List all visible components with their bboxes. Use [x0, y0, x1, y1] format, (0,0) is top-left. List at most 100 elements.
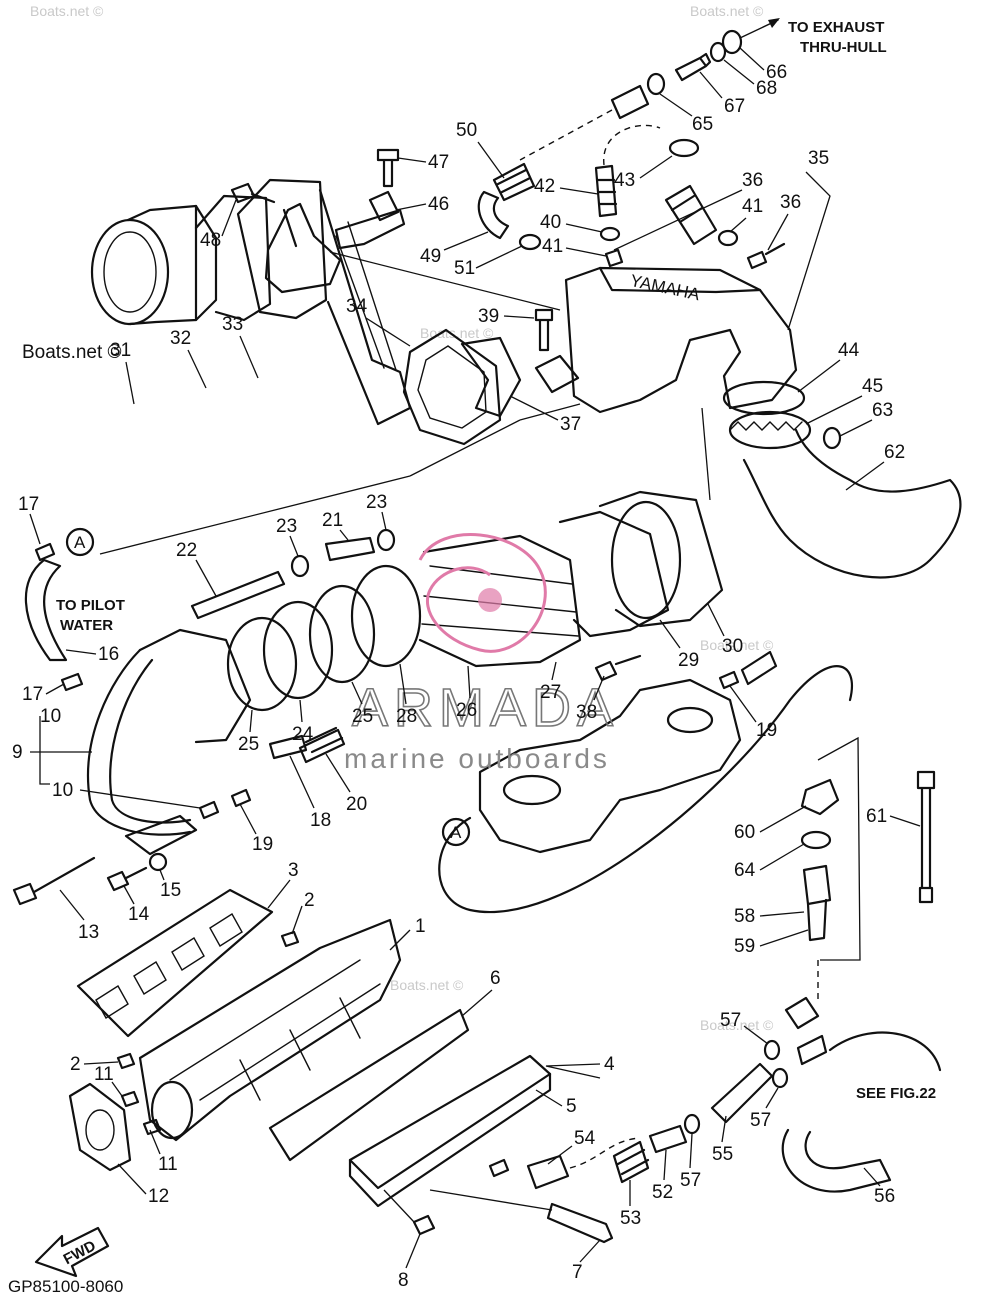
leader [723, 59, 755, 85]
callout: 37 [560, 414, 581, 435]
leader [395, 203, 427, 211]
callout: 7 [572, 1262, 583, 1283]
callout: 6 [490, 968, 501, 989]
callout: 25 [238, 734, 259, 755]
callout: 20 [346, 794, 367, 815]
leader [111, 1081, 123, 1097]
hose-49-icon [477, 190, 510, 240]
bolt-39-icon [534, 308, 554, 352]
pipe-33-ribs [335, 221, 397, 371]
callout: 23 [366, 492, 387, 513]
hose-54-hidden [569, 1137, 641, 1169]
leader [839, 419, 873, 437]
assembly-line-upper3 [519, 403, 581, 421]
callout: 61 [866, 806, 887, 827]
leader [509, 395, 559, 421]
callout: 25 [352, 706, 373, 727]
fwd-arrow-icon [34, 1226, 110, 1278]
bolt-13 [12, 856, 96, 906]
leader [461, 989, 493, 1017]
leader [565, 247, 607, 257]
manifold-group [68, 888, 614, 1244]
callout: 41 [542, 236, 563, 257]
exhaust-pipe-group [90, 178, 412, 426]
clamp-43-icon [668, 138, 700, 158]
leader [699, 71, 723, 99]
callout: 26 [456, 700, 477, 721]
hose-16 [24, 558, 68, 662]
marker-a-lower-text: A [450, 823, 462, 842]
leader [117, 1163, 147, 1195]
hose-43-icon [664, 184, 718, 246]
pipe-30-opening [610, 500, 682, 620]
fitting-21 [324, 536, 376, 562]
callout: 19 [252, 834, 273, 855]
logo-dot-icon [478, 588, 502, 612]
callout: 15 [160, 880, 181, 901]
callout: 12 [148, 1186, 169, 1207]
gasket-32 [194, 194, 272, 322]
cap-60 [800, 778, 840, 816]
exhaust-note-line2: THRU-HULL [800, 39, 887, 56]
leader [863, 1167, 881, 1187]
screw-63-icon [822, 426, 842, 450]
watermark-label: Boats.net © [22, 342, 122, 363]
callout: 16 [98, 644, 119, 665]
hose-54 [526, 1154, 570, 1190]
leader [545, 1063, 601, 1079]
callout: 9 [12, 742, 23, 763]
leader [767, 213, 789, 251]
clamp-51-icon [518, 233, 542, 251]
pin-2a [280, 930, 300, 948]
callout: 59 [734, 936, 755, 957]
engine-outline-group [438, 665, 853, 913]
leader [221, 199, 237, 237]
watermark: Boats.net © [700, 1017, 774, 1033]
leader [787, 171, 831, 331]
callout: 41 [742, 196, 763, 217]
callout: 35 [808, 148, 829, 169]
leader [195, 559, 217, 597]
leader [743, 1025, 769, 1045]
callout: 2 [304, 890, 315, 911]
callout: 43 [614, 170, 635, 191]
hose-56-loop [828, 1031, 942, 1072]
fitting-19a [230, 788, 252, 808]
assembly-line-right [701, 407, 711, 501]
callout: 49 [420, 246, 441, 267]
pipe-30 [598, 490, 724, 628]
leader [759, 805, 807, 833]
callout: 52 [652, 1182, 673, 1203]
callout: 40 [540, 212, 561, 233]
callout: 24 [292, 724, 314, 745]
leader [381, 511, 387, 531]
bolt-47-icon [376, 148, 400, 188]
hose-9-inner [109, 658, 192, 824]
leader [291, 905, 303, 935]
bracket-line [817, 736, 861, 961]
callout: 58 [734, 906, 755, 927]
leader [187, 349, 207, 389]
callout: 22 [176, 540, 197, 561]
pin-2b [116, 1052, 136, 1070]
callout: 45 [862, 376, 883, 397]
leader [845, 461, 885, 491]
bolt-7-lead [429, 1189, 553, 1211]
bracket-46-icon [334, 190, 406, 250]
callout: 27 [540, 682, 561, 703]
manifold-1-port [150, 1080, 194, 1140]
clamp-57a [763, 1039, 781, 1061]
leader [339, 529, 349, 541]
hose-19b [740, 650, 778, 686]
marker-a-upper [65, 527, 95, 557]
leader [759, 911, 805, 917]
callout: 60 [734, 822, 755, 843]
assembly-line-upper [99, 475, 411, 555]
callout: 56 [874, 1186, 895, 1207]
leader [351, 681, 363, 705]
leader [759, 929, 809, 947]
logo-tagline: marine outboards [344, 743, 610, 774]
leader [289, 755, 315, 809]
callout: 32 [170, 328, 191, 349]
pipe-29 [558, 510, 670, 638]
